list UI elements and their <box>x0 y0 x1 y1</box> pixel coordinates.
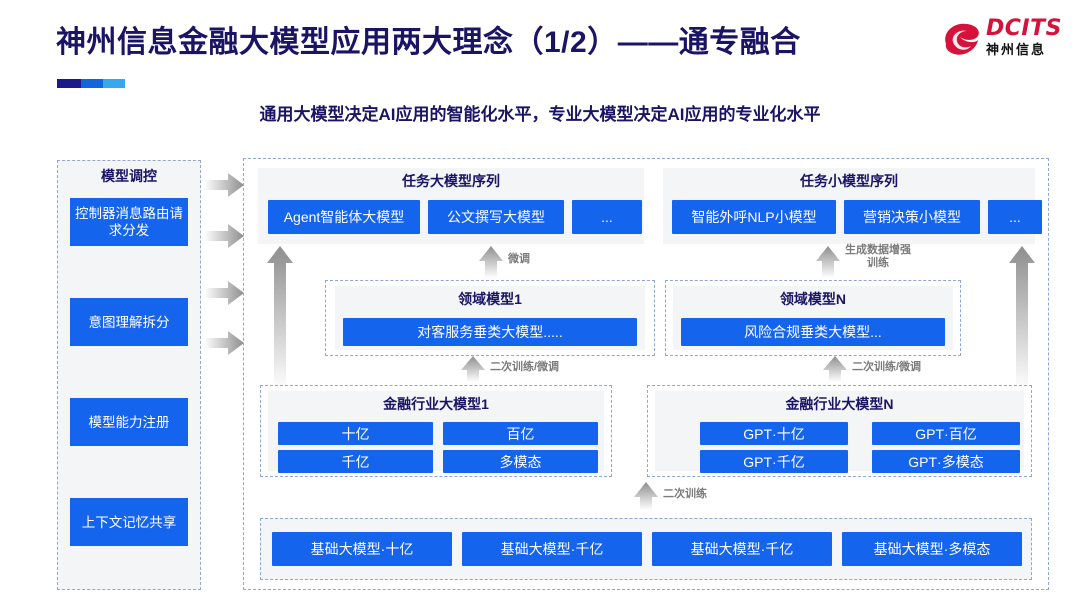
task-box-agent[interactable]: Agent智能体大模型 <box>268 200 420 234</box>
arrow-label-retrain-tune-right: 二次训练/微调 <box>852 361 922 373</box>
flow-arrow-up-retrain-right <box>823 356 847 382</box>
title-underline-accent <box>57 79 125 88</box>
dcits-logo-text: DCITS 神州信息 <box>986 18 1062 58</box>
underline-segment-1 <box>57 79 81 88</box>
domain-model-1-group <box>325 280 655 356</box>
industry-model-n-title: 金融行业大模型N <box>785 396 894 412</box>
underline-segment-2 <box>81 79 103 88</box>
industry-model-n-group <box>647 385 1032 477</box>
domain-model-n-box[interactable]: 风险合规垂类大模型... <box>681 318 945 346</box>
flow-arrow-up-gen-data-aug <box>816 246 840 278</box>
left-item-capability-registry[interactable]: 模型能力注册 <box>70 398 188 446</box>
task-small-model-box-row: 智能外呼NLP小模型 营销决策小模型 ... <box>672 200 1042 234</box>
task-box-more-small[interactable]: ... <box>988 200 1042 234</box>
flow-arrow-right-4 <box>204 331 244 355</box>
task-box-outbound-nlp[interactable]: 智能外呼NLP小模型 <box>672 200 836 234</box>
logo-en-text: DCITS <box>986 16 1062 41</box>
task-large-model-box-row: Agent智能体大模型 公文撰写大模型 ... <box>268 200 642 234</box>
architecture-diagram: 模型调控 控制器消息路由请求分发 意图理解拆分 模型能力注册 上下文记忆共享 任… <box>0 150 1080 600</box>
subtitle: 通用大模型决定AI应用的智能化水平，专业大模型决定AI应用的专业化水平 <box>259 105 821 124</box>
flow-arrow-right-3 <box>204 281 244 305</box>
industry-1-box-baiyi[interactable]: 百亿 <box>443 422 598 445</box>
arrow-label-gen-data-aug-line2: 训练 <box>867 257 889 269</box>
underline-segment-3 <box>103 79 125 88</box>
domain-model-n-title: 领域模型N <box>779 291 847 307</box>
task-box-marketing-decision[interactable]: 营销决策小模型 <box>844 200 980 234</box>
industry-n-box-gpt-shiyi[interactable]: GPT·十亿 <box>700 422 848 445</box>
task-small-model-title: 任务小模型序列 <box>800 173 898 189</box>
arrow-label-gen-data-aug-line1: 生成数据增强 <box>845 244 911 256</box>
dcits-logo: DCITS 神州信息 <box>940 16 1066 68</box>
base-box-multimodal[interactable]: 基础大模型·多模态 <box>842 532 1022 566</box>
industry-n-box-gpt-multimodal[interactable]: GPT·多模态 <box>872 450 1020 473</box>
flow-arrow-up-fine-tune <box>479 246 503 278</box>
base-box-qianyi-2[interactable]: 基础大模型·千亿 <box>652 532 832 566</box>
industry-1-box-multimodal[interactable]: 多模态 <box>443 450 598 473</box>
task-box-more-large[interactable]: ... <box>572 200 642 234</box>
industry-model-1-title: 金融行业大模型1 <box>383 396 489 412</box>
arrow-label-fine-tune: 微调 <box>508 253 530 265</box>
flow-arrow-right-2 <box>204 224 244 248</box>
arrow-label-retrain: 二次训练 <box>663 488 707 500</box>
left-item-intent-parsing[interactable]: 意图理解拆分 <box>70 298 188 346</box>
domain-model-n-group <box>665 280 961 356</box>
domain-model-1-box[interactable]: 对客服务垂类大模型..... <box>343 318 637 346</box>
industry-n-box-gpt-baiyi[interactable]: GPT·百亿 <box>872 422 1020 445</box>
industry-1-box-qianyi[interactable]: 千亿 <box>278 450 433 473</box>
flow-arrow-up-retrain-base <box>634 482 658 510</box>
base-box-shiyi[interactable]: 基础大模型·十亿 <box>272 532 452 566</box>
industry-n-box-gpt-qianyi[interactable]: GPT·千亿 <box>700 450 848 473</box>
flow-arrow-up-tall-left <box>267 246 293 391</box>
flow-arrow-up-tall-right <box>1009 246 1035 391</box>
arrow-label-retrain-tune-left: 二次训练/微调 <box>490 361 560 373</box>
task-box-doc-writing[interactable]: 公文撰写大模型 <box>428 200 564 234</box>
domain-model-1-title: 领域模型1 <box>458 291 522 307</box>
left-item-context-memory-share[interactable]: 上下文记忆共享 <box>70 498 188 546</box>
dcits-logo-mark-icon <box>945 23 979 55</box>
left-item-controller-dispatch[interactable]: 控制器消息路由请求分发 <box>70 198 188 246</box>
flow-arrow-up-retrain-left <box>461 356 485 382</box>
left-column-title: 模型调控 <box>101 168 157 184</box>
model-stack-frame <box>243 158 1049 590</box>
base-box-qianyi-1[interactable]: 基础大模型·千亿 <box>462 532 642 566</box>
flow-arrow-right-1 <box>204 173 244 197</box>
logo-cn-text: 神州信息 <box>986 42 1047 57</box>
page-title: 神州信息金融大模型应用两大理念（1/2）——通专融合 <box>56 26 801 59</box>
industry-model-1-group <box>260 385 612 477</box>
industry-1-box-shiyi[interactable]: 十亿 <box>278 422 433 445</box>
page-header: 神州信息金融大模型应用两大理念（1/2）——通专融合 DCITS 神州信息 <box>0 0 1080 92</box>
task-large-model-title: 任务大模型序列 <box>402 173 500 189</box>
